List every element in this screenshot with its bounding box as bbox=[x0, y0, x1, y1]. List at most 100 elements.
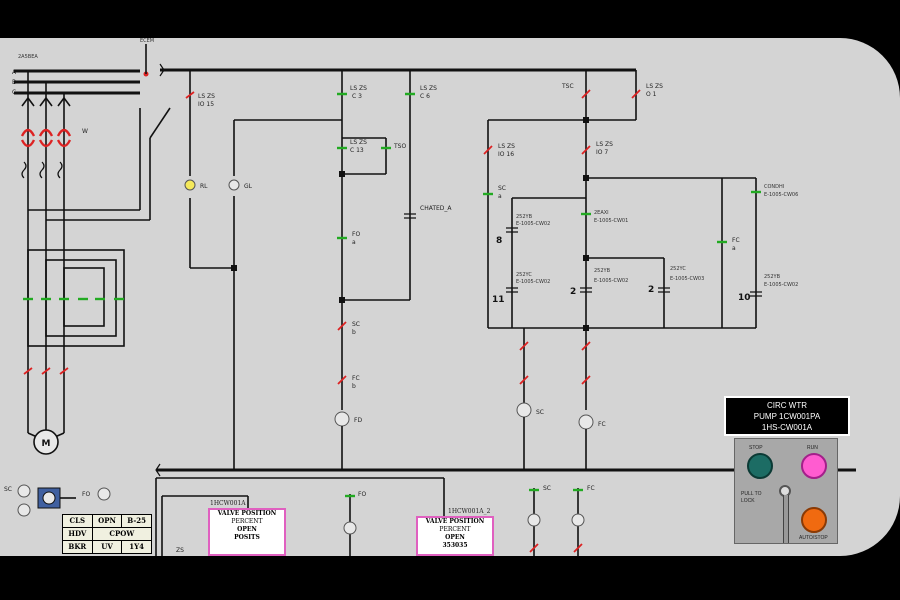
contact-fo-a: FO bbox=[352, 231, 360, 238]
sc-coil-label: SC bbox=[536, 409, 544, 416]
contact-io15-tag: LS ZS bbox=[198, 93, 215, 100]
rl-label: RL bbox=[200, 183, 208, 190]
sc-coil bbox=[516, 402, 532, 418]
contact-c3-tag: LS ZS bbox=[350, 85, 367, 92]
fd-label: FD bbox=[354, 417, 362, 424]
open-contacts-close-branch bbox=[483, 89, 641, 385]
contact-c6-tag: LS ZS bbox=[420, 85, 437, 92]
status-b25: B-25 bbox=[122, 515, 151, 527]
contact-252yc2-tag: 252YC bbox=[670, 266, 686, 272]
bottom-sc-contact: SC bbox=[543, 485, 551, 492]
contact-sc-b: SC bbox=[352, 321, 360, 328]
valve-2-open: OPEN bbox=[445, 534, 465, 541]
valve-1-percent: PERCENT bbox=[231, 518, 263, 525]
contact-252yb-num: E-1005-CW02 bbox=[516, 221, 550, 227]
status-cpow: CPOW bbox=[92, 528, 151, 540]
stop-button[interactable] bbox=[747, 453, 773, 479]
ref-number-2a: 2 bbox=[570, 287, 576, 297]
contact-tsc: TSC bbox=[561, 83, 574, 90]
contact-fo-a-sub: a bbox=[352, 239, 356, 246]
gl-lamp bbox=[228, 179, 240, 191]
valve-2-value: 353035 bbox=[442, 542, 468, 549]
contact-252yc-tag: 252YC bbox=[516, 272, 532, 278]
auto-stop-button[interactable] bbox=[801, 507, 827, 533]
status-uv: UV bbox=[92, 541, 122, 553]
bottom-fc-lamp bbox=[571, 513, 585, 527]
pump-control-station: STOP RUN PULL TO LOCK AUTO/STOP bbox=[734, 438, 838, 544]
contact-o1-tag: LS ZS bbox=[646, 83, 663, 90]
valve-2-title: VALVE POSITION bbox=[425, 518, 485, 525]
open-circuit-branch bbox=[231, 70, 411, 410]
bus-label: 2A5BEA bbox=[18, 54, 38, 60]
fc-coil bbox=[578, 414, 594, 430]
ref-number-8: 8 bbox=[496, 236, 502, 246]
contact-condhi-tag: CONDHI bbox=[764, 184, 784, 190]
contact-fc-a: FC bbox=[732, 237, 740, 244]
bottom-open-contacts bbox=[529, 543, 583, 553]
bottom-closed-contacts bbox=[345, 488, 583, 498]
contact-252yc-num: E-1005-CW02 bbox=[516, 279, 550, 285]
fc-b-contact bbox=[337, 375, 347, 385]
fc-coil-label: FC bbox=[598, 421, 606, 428]
auto-stop-label: AUTO/STOP bbox=[799, 535, 828, 541]
valve-1-tag: 1HCW001A bbox=[210, 500, 246, 507]
limit-contact-right bbox=[750, 291, 762, 297]
status-opn: OPN bbox=[92, 515, 122, 527]
run-button[interactable] bbox=[801, 453, 827, 479]
contact-c13-tag: LS ZS bbox=[350, 139, 367, 146]
rl-lamp bbox=[184, 179, 196, 191]
status-hdv: HDV bbox=[63, 528, 92, 540]
status-grid: CLS OPN B-25 HDV CPOW BKR UV 1Y4 bbox=[62, 514, 152, 554]
contact-2eaxi-num: E-1005-CW01 bbox=[594, 218, 628, 224]
contact-sc-a-sub: a bbox=[498, 193, 502, 200]
valve-2-tag: 1HCW001A_2 bbox=[448, 508, 491, 515]
contact-io7-tag: LS ZS bbox=[596, 141, 613, 148]
contact-o1-num: O 1 bbox=[646, 91, 657, 98]
pump-title-line3: 1HS-CW001A bbox=[761, 423, 813, 432]
contact-io15-num: IO 15 bbox=[198, 101, 214, 108]
ref-number-11: 11 bbox=[492, 295, 505, 305]
sc-indicator-label: SC bbox=[4, 486, 12, 493]
control-schematic: 2A5BEA ECEM A B C M bbox=[4, 38, 856, 556]
contact-io16-num: IO 16 bbox=[498, 151, 514, 158]
motor-symbol bbox=[33, 429, 59, 455]
contact-fc-b-sub: b bbox=[352, 383, 356, 390]
valve-position-display-2[interactable]: 1HCW001A_2 VALVE POSITION PERCENT OPEN 3… bbox=[416, 508, 494, 556]
pull-to-lock-switch[interactable] bbox=[779, 485, 791, 545]
contact-c13-num: C 13 bbox=[350, 147, 364, 154]
limit-contacts-mid bbox=[580, 287, 670, 293]
contact-tso: TSO bbox=[393, 143, 406, 150]
fd-coil bbox=[334, 411, 350, 427]
ref-number-2b: 2 bbox=[648, 285, 654, 295]
contact-c6-num: C 6 bbox=[420, 93, 430, 100]
contact-c3-num: C 3 bbox=[352, 93, 362, 100]
valve-actuator-dial bbox=[42, 491, 56, 505]
valve-2-percent: PERCENT bbox=[439, 526, 471, 533]
pump-title-line1: CIRC WTR bbox=[767, 401, 807, 410]
status-bkr: BKR bbox=[63, 541, 92, 553]
contact-fc-a-sub: a bbox=[732, 245, 736, 252]
valve-position-display-1[interactable]: 1HCW001A VALVE POSITION PERCENT OPEN POS… bbox=[208, 500, 286, 556]
status-cls: CLS bbox=[63, 515, 92, 527]
sc-indicator-lamp-2 bbox=[17, 503, 31, 517]
stop-label: STOP bbox=[749, 445, 763, 451]
sc-indicator-lamp bbox=[17, 484, 31, 498]
contact-252yb-tag: 252YB bbox=[516, 214, 533, 220]
pump-title-line2: PUMP 1CW001PA bbox=[753, 412, 821, 421]
motor-w-label: W bbox=[82, 128, 88, 135]
limit-contacts-left bbox=[506, 227, 518, 293]
bottom-fo-contact: FO bbox=[358, 491, 366, 498]
pull-to-lock-label: PULL TO LOCK bbox=[741, 491, 762, 504]
pump-title-panel: CIRC WTR PUMP 1CW001PA 1HS-CW001A bbox=[724, 396, 850, 436]
bottom-fo-lamp bbox=[343, 521, 357, 535]
contact-252yb3-num: E-1005-CW02 bbox=[764, 282, 798, 288]
bottom-sc-lamp bbox=[527, 513, 541, 527]
closed-contacts-open-branch bbox=[337, 92, 415, 240]
gl-label: GL bbox=[244, 183, 253, 190]
contact-252yb2-tag: 252YB bbox=[594, 268, 611, 274]
valve-1-title: VALVE POSITION bbox=[217, 510, 277, 517]
chated-contact bbox=[404, 213, 416, 219]
closed-contacts-close-branch bbox=[483, 190, 761, 244]
contact-io7-num: IO 7 bbox=[596, 149, 608, 156]
contact-sc-a: SC bbox=[498, 185, 506, 192]
